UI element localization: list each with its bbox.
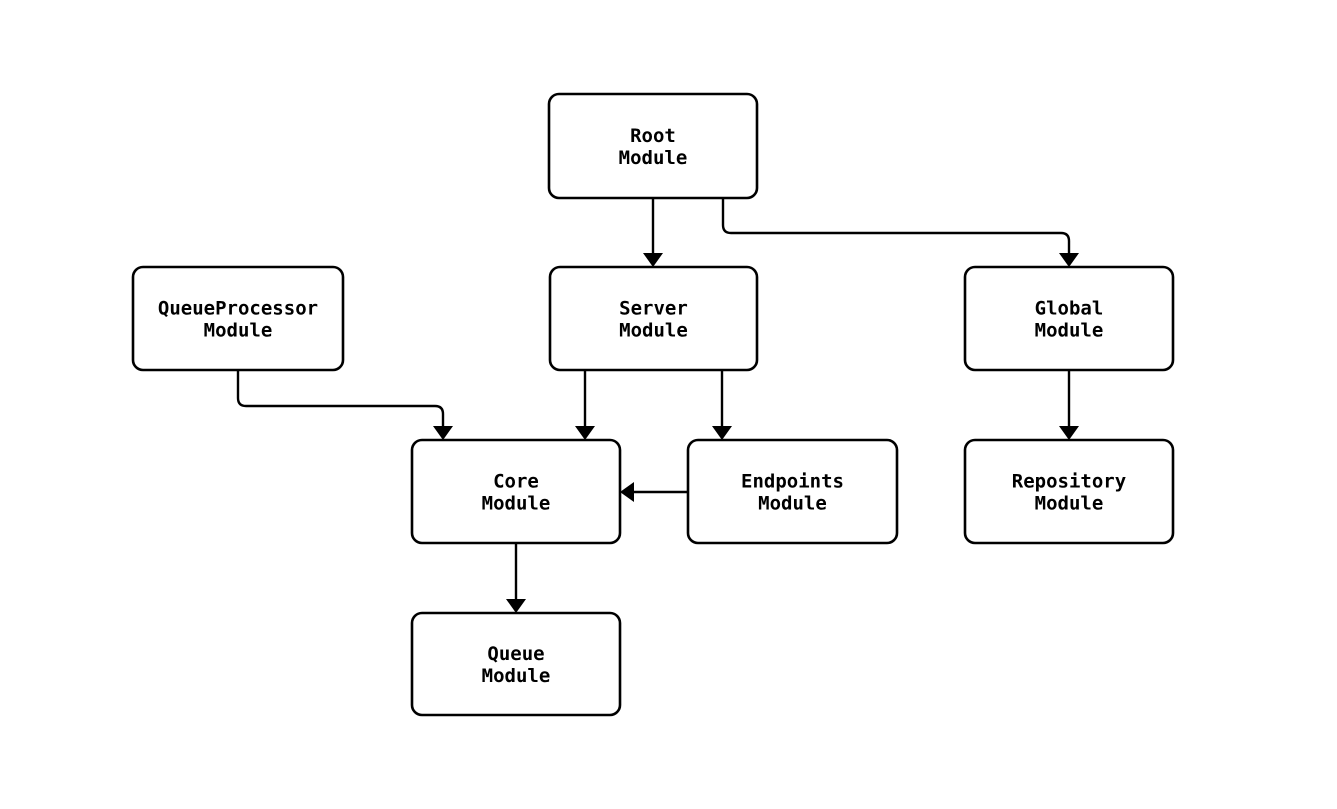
node-label-line1: Endpoints <box>741 471 844 493</box>
arrowhead-icon <box>712 426 732 440</box>
edge-root-to-global <box>721 198 1079 267</box>
edge-core-to-queue <box>506 543 526 613</box>
node-label-line1: Global <box>1035 298 1104 320</box>
node-label-line2: Module <box>619 147 688 169</box>
arrowhead-icon <box>620 482 634 502</box>
node-label-line2: Module <box>482 665 551 687</box>
edge-server-to-endpoints <box>712 370 732 440</box>
arrowhead-icon <box>506 599 526 613</box>
node-label-line2: Module <box>1035 320 1104 342</box>
node-label-line2: Module <box>482 493 551 515</box>
node-label-line1: Root <box>630 125 676 147</box>
node-label-line2: Module <box>204 320 273 342</box>
node-label-line1: QueueProcessor <box>158 298 318 320</box>
arrowhead-icon <box>575 426 595 440</box>
edge-global-to-repository <box>1059 370 1079 440</box>
node-label-line1: Repository <box>1012 471 1126 493</box>
arrowhead-icon <box>1059 253 1079 267</box>
node-label-line1: Server <box>619 298 688 320</box>
edge-endpoints-to-core <box>620 482 688 502</box>
node-label-line1: Core <box>493 471 539 493</box>
edge-root-to-server <box>643 198 663 267</box>
node-label-line1: Queue <box>487 643 544 665</box>
edge-server-to-core <box>575 370 595 440</box>
edge-layer <box>236 198 1079 613</box>
arrowhead-icon <box>1059 426 1079 440</box>
node-label-line2: Module <box>1035 493 1104 515</box>
edge-queueprocessor-to-core <box>236 370 453 440</box>
arrowhead-icon <box>433 426 453 440</box>
node-label-line2: Module <box>619 320 688 342</box>
edge-line <box>236 370 445 426</box>
arrowhead-icon <box>643 253 663 267</box>
node-box <box>548 265 759 372</box>
edge-line <box>721 198 1071 253</box>
node-label-line2: Module <box>758 493 827 515</box>
